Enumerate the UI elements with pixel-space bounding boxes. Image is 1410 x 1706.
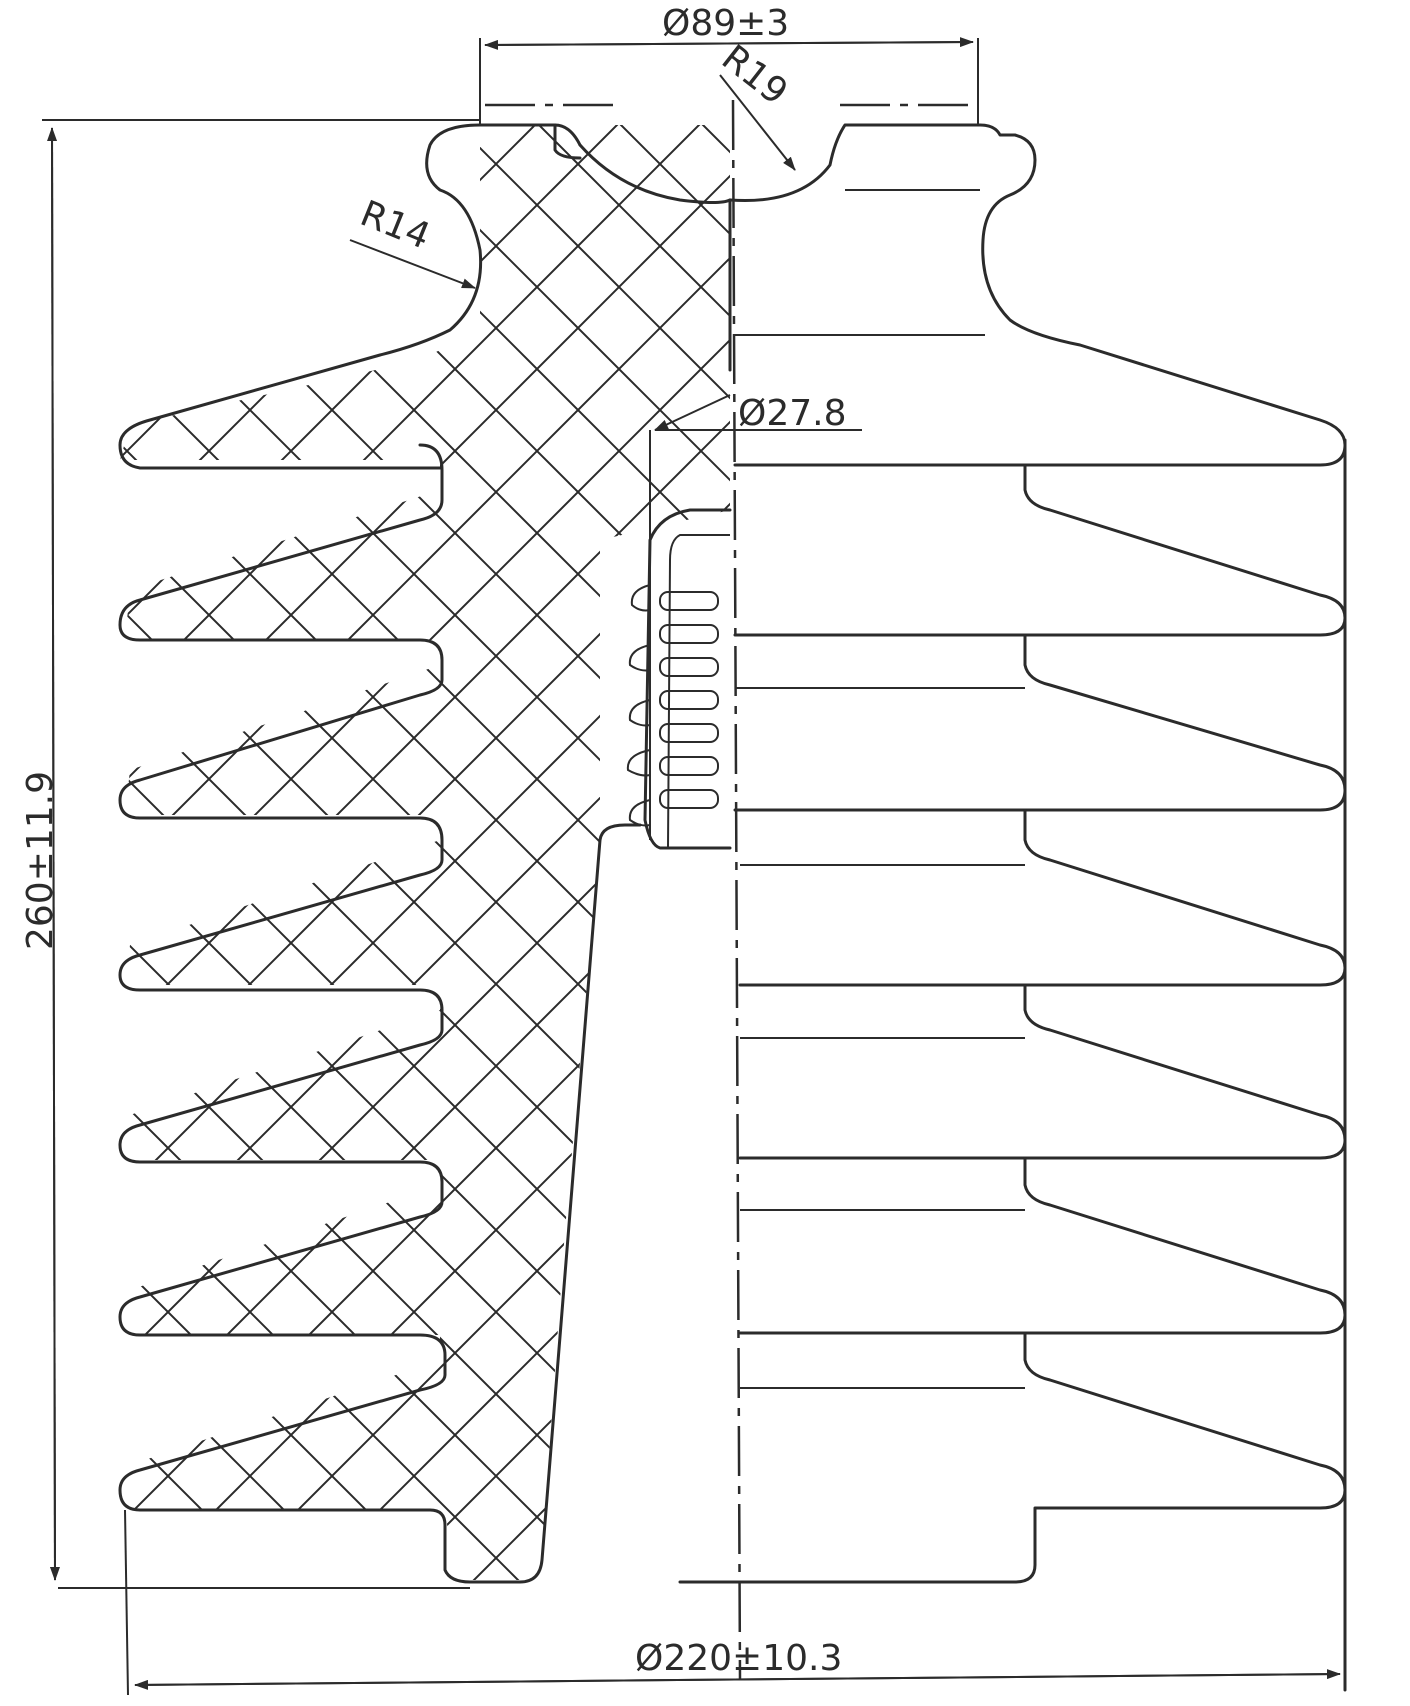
threaded-insert	[626, 508, 732, 850]
dimension-top-diameter: Ø89±3	[479, 3, 979, 125]
dimension-shed-diameter: Ø220±10.3	[124, 1509, 1341, 1696]
dimension-bore-diameter: Ø27.8	[649, 393, 862, 840]
neck-radius-label: R14	[355, 193, 436, 258]
dimension-height: 260±11.9	[20, 119, 480, 1589]
dimension-groove-radius: R19	[714, 37, 796, 171]
shed-diameter-label: Ø220±10.3	[635, 1638, 842, 1679]
dimension-neck-radius: R14	[349, 193, 476, 289]
left-half-outline	[118, 123, 732, 1584]
center-line	[731, 99, 742, 1681]
height-label: 260±11.9	[20, 771, 61, 950]
groove-radius-label: R19	[714, 37, 795, 113]
bore-diameter-label: Ø27.8	[738, 393, 847, 434]
right-half-outline	[678, 123, 1347, 1692]
top-diameter-label: Ø89±3	[662, 3, 789, 44]
